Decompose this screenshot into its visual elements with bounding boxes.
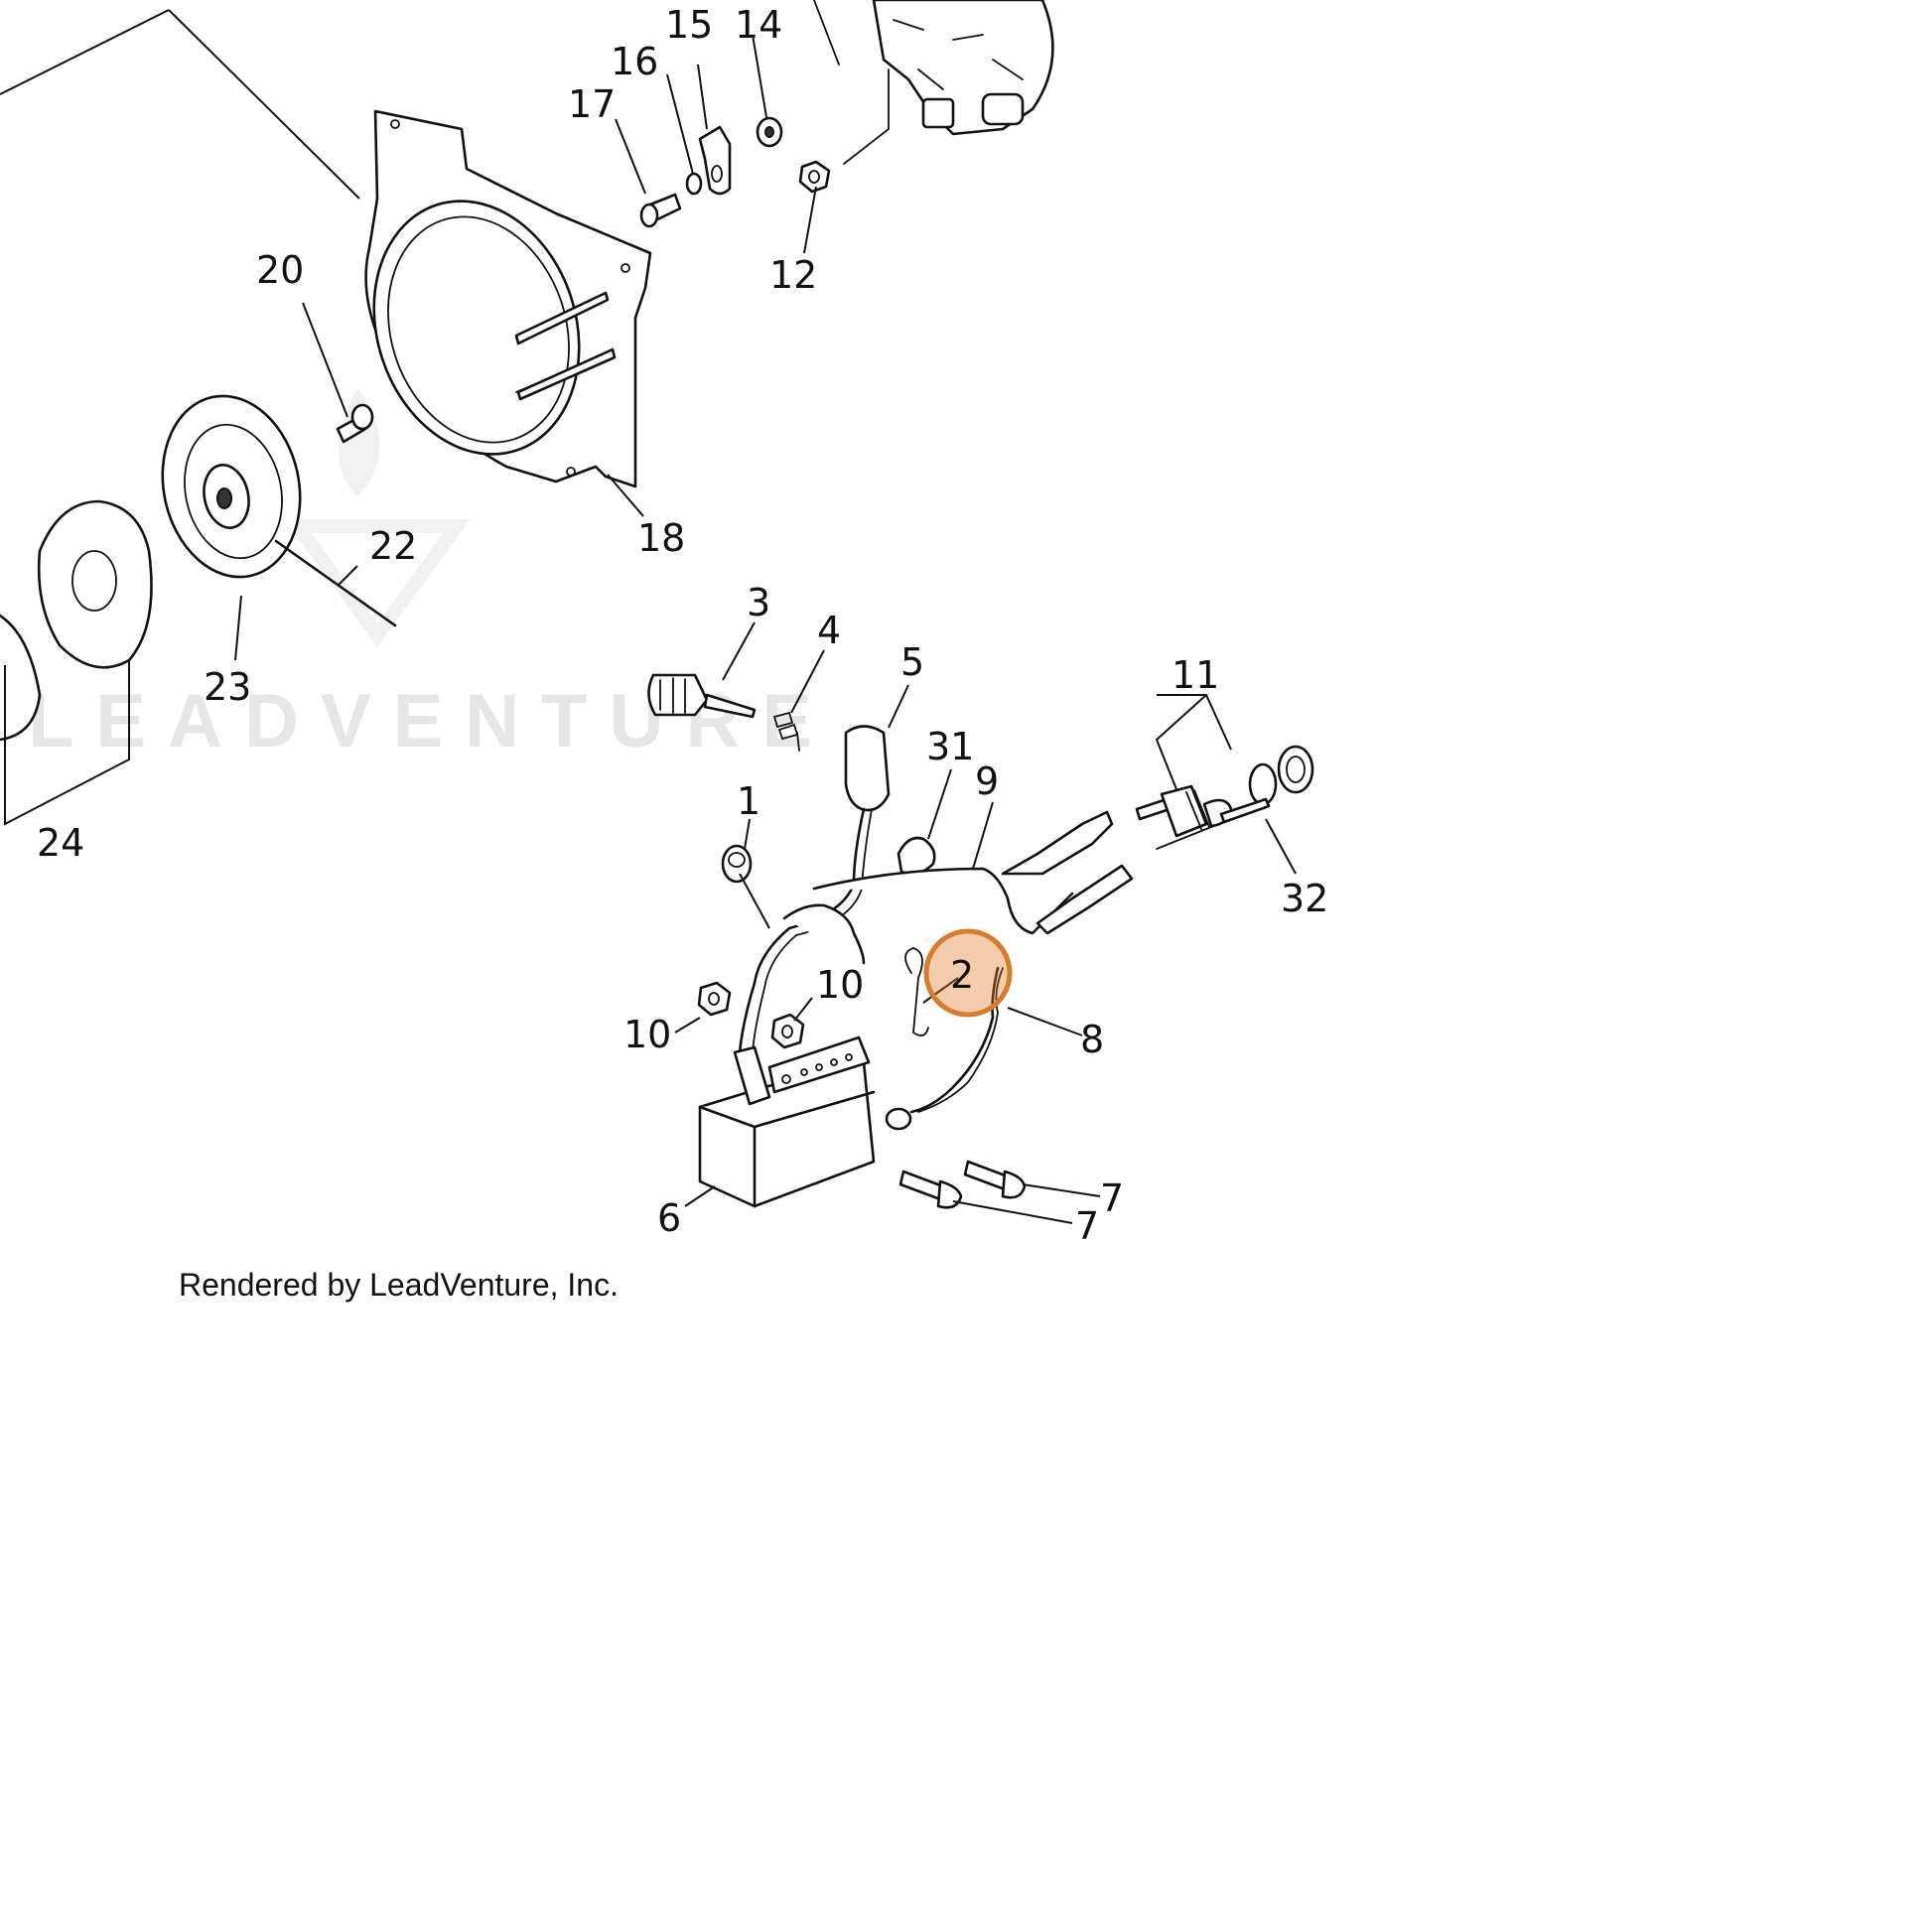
part-10-nut-left — [697, 981, 732, 1017]
callout-24[interactable]: 24 — [37, 821, 84, 865]
part-6-ignition-coil — [698, 1035, 876, 1208]
part-7-screw-lower — [898, 1170, 963, 1209]
part-16-washer — [685, 172, 703, 196]
part-12-nut — [798, 160, 831, 194]
part-9-wire — [782, 810, 1134, 965]
callout-20[interactable]: 20 — [256, 248, 304, 292]
part-15-clamp — [698, 125, 732, 196]
part-32-wire — [1156, 797, 1271, 850]
callout-32[interactable]: 32 — [1281, 877, 1328, 920]
callout-15[interactable]: 15 — [665, 3, 713, 47]
callout-1[interactable]: 1 — [737, 779, 760, 823]
callout-7-lower[interactable]: 7 — [1075, 1204, 1099, 1248]
part-18-fan-housing — [364, 109, 652, 488]
callout-10-right[interactable]: 10 — [816, 963, 864, 1007]
part-31-grommet — [897, 836, 936, 876]
callout-5[interactable]: 5 — [900, 640, 924, 684]
callout-14[interactable]: 14 — [735, 3, 782, 47]
part-4-spring — [772, 711, 800, 752]
callout-7-upper[interactable]: 7 — [1100, 1176, 1124, 1220]
callout-10-left[interactable]: 10 — [623, 1013, 671, 1056]
callout-23[interactable]: 23 — [204, 665, 251, 709]
part-5-plug-cap — [738, 725, 891, 1054]
callout-18[interactable]: 18 — [637, 516, 685, 560]
part-14-washer — [756, 116, 783, 148]
callout-6[interactable]: 6 — [657, 1196, 681, 1240]
callout-12[interactable]: 12 — [769, 253, 817, 297]
part-1-grommet — [721, 844, 753, 884]
render-credit: Rendered by LeadVenture, Inc. — [179, 1267, 619, 1303]
part-7-screw-upper — [963, 1160, 1027, 1199]
callout-8[interactable]: 8 — [1080, 1018, 1104, 1061]
callout-17[interactable]: 17 — [568, 82, 616, 126]
part-3-spark-plug — [647, 673, 757, 719]
callout-3[interactable]: 3 — [747, 581, 770, 624]
callout-9[interactable]: 9 — [975, 759, 999, 803]
part-10-nut-right — [770, 1013, 805, 1049]
callout-11[interactable]: 11 — [1172, 653, 1219, 697]
carburetor-bracket-assembly — [813, 0, 1054, 165]
callout-22[interactable]: 22 — [369, 524, 417, 568]
leader-lines — [0, 9, 1297, 1224]
part-20-screw — [336, 403, 374, 444]
callout-16[interactable]: 16 — [611, 40, 658, 83]
starter-case — [0, 499, 153, 742]
part-2-clip — [904, 947, 1004, 1113]
callout-labels: 14 15 16 17 12 20 18 22 23 24 3 4 5 31 9… — [37, 3, 1328, 1248]
highlight-part-2[interactable] — [923, 928, 1013, 1018]
part-8-ground-wire — [885, 966, 1000, 1131]
callout-4[interactable]: 4 — [817, 609, 841, 652]
watermark-text: LEADVENTURE — [28, 679, 834, 763]
part-22-rope — [274, 539, 397, 627]
part-23-pulley — [161, 394, 302, 579]
callout-2[interactable]: 2 — [950, 953, 974, 997]
part-17-bolt — [639, 193, 682, 228]
callout-31[interactable]: 31 — [926, 725, 974, 768]
